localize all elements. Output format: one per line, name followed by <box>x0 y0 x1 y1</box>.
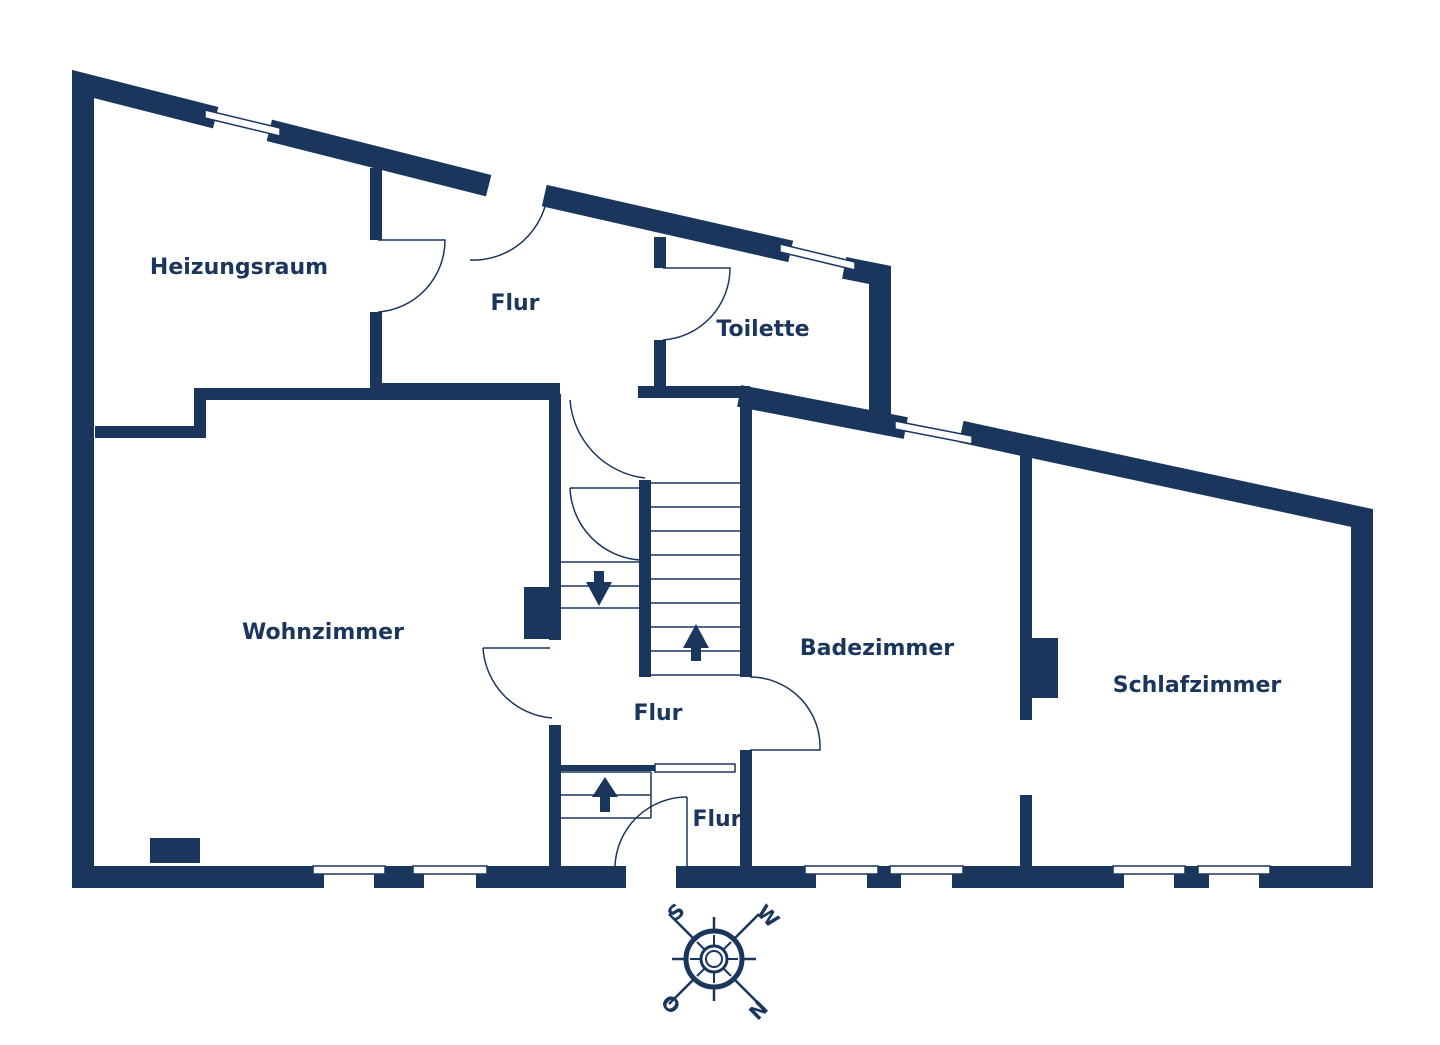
compass-icon: S W N O <box>656 898 784 1024</box>
compass-w: W <box>752 900 785 933</box>
compass-o: O <box>656 989 685 1018</box>
room-label-heizungsraum: Heizungsraum <box>150 255 328 280</box>
windows <box>204 109 1271 875</box>
room-label-flur-entry: Flur <box>692 807 741 832</box>
arrow-up-icon <box>592 777 618 812</box>
arrow-down-icon <box>586 571 612 606</box>
compass-n: N <box>744 996 773 1025</box>
room-label-schlafzimmer: Schlafzimmer <box>1113 673 1282 698</box>
room-labels: Heizungsraum Flur Toilette Wohnzimmer Fl… <box>150 255 1281 832</box>
doors <box>377 189 821 867</box>
room-label-flur-top: Flur <box>490 291 539 316</box>
room-label-toilette: Toilette <box>716 317 809 342</box>
interior-walls <box>95 168 1058 877</box>
room-label-wohnzimmer: Wohnzimmer <box>242 620 404 645</box>
outer-walls <box>72 69 1373 888</box>
room-label-flur-middle: Flur <box>633 701 682 726</box>
room-label-badezimmer: Badezimmer <box>800 636 954 661</box>
compass-s: S <box>662 898 689 925</box>
arrow-up-icon <box>683 624 709 661</box>
